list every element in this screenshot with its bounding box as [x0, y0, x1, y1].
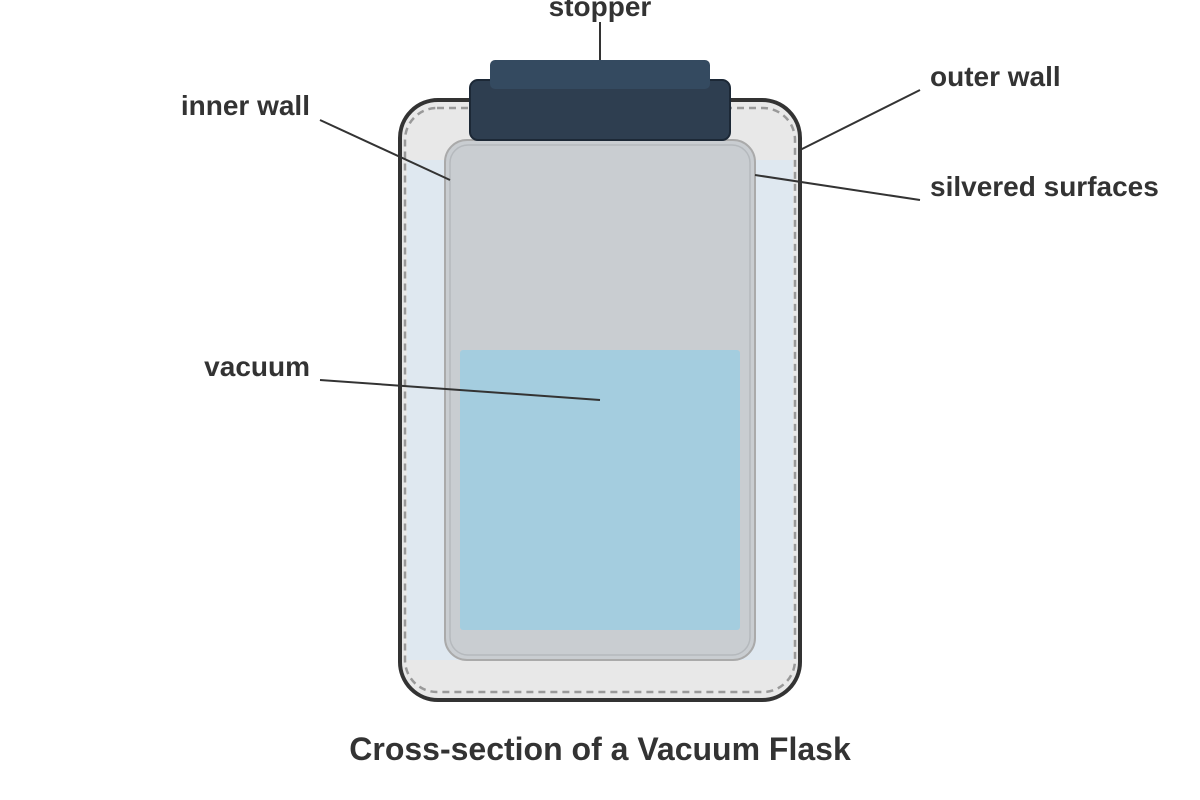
inner-wall-label: inner wall — [181, 90, 310, 121]
inner-wall-leader-line — [319, 119, 451, 181]
outer-wall-label: outer wall — [930, 61, 1061, 92]
inner-wall-inner-edge — [449, 144, 751, 656]
liquid — [460, 350, 740, 630]
stopper-label: stopper — [549, 0, 652, 22]
silvered-surfaces-label: silvered surfaces — [930, 171, 1159, 202]
vacuum-label: vacuum — [204, 351, 310, 382]
stopper-top — [490, 60, 710, 89]
silvered-surfaces-leader-line — [754, 174, 921, 201]
vacuum-leader-line — [319, 379, 601, 401]
outer-wall-leader-line — [799, 89, 921, 151]
diagram-title: Cross-section of a Vacuum Flask — [349, 731, 851, 767]
